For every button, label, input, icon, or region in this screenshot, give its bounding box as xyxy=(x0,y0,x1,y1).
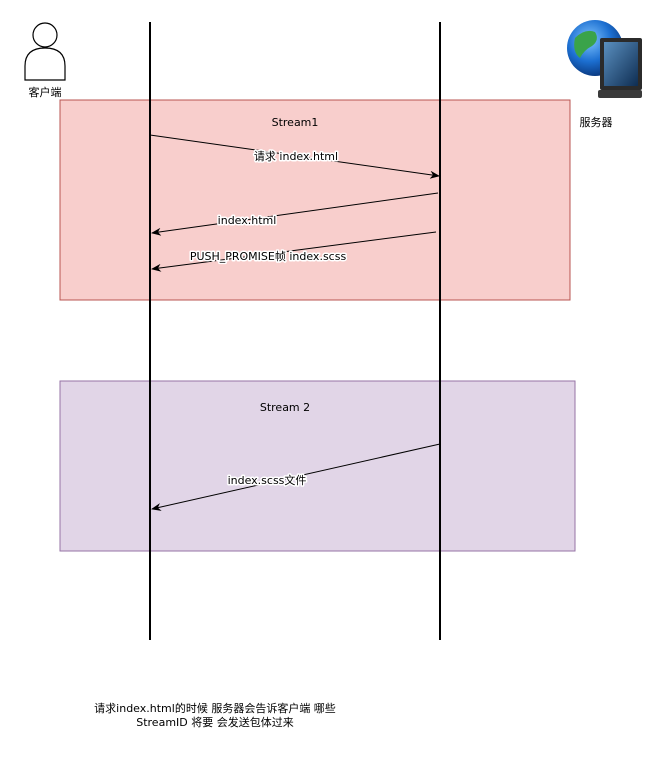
client-actor-icon xyxy=(24,22,66,81)
client-label: 客户端 xyxy=(29,85,62,99)
message-arrow-push-promise xyxy=(151,231,437,272)
caption-line-2: StreamID 将要 会发送包体过来 xyxy=(136,716,294,729)
stream2-title: Stream 2 xyxy=(260,401,310,414)
stream2-region xyxy=(59,380,576,552)
message-label-scss-file: index.scss文件 xyxy=(228,473,307,487)
server-label: 服务器 xyxy=(580,116,613,129)
message-label-response: index.html xyxy=(218,214,277,227)
stream1-region xyxy=(59,99,571,301)
message-arrow-request xyxy=(149,134,440,179)
stream1-title: Stream1 xyxy=(272,116,319,129)
caption-line-1: 请求index.html的时候 服务器会告诉客户端 哪些 xyxy=(94,702,336,715)
message-label-push-promise: PUSH_PROMISE帧 index.scss xyxy=(190,249,347,263)
message-label-request: 请求 index.html xyxy=(254,150,338,163)
message-arrow-scss-file xyxy=(151,443,441,511)
message-arrow-response xyxy=(151,192,439,236)
server-globe-monitor-icon xyxy=(567,20,642,98)
diagram-caption: 请求index.html的时候 服务器会告诉客户端 哪些 StreamID 将要… xyxy=(60,702,370,730)
